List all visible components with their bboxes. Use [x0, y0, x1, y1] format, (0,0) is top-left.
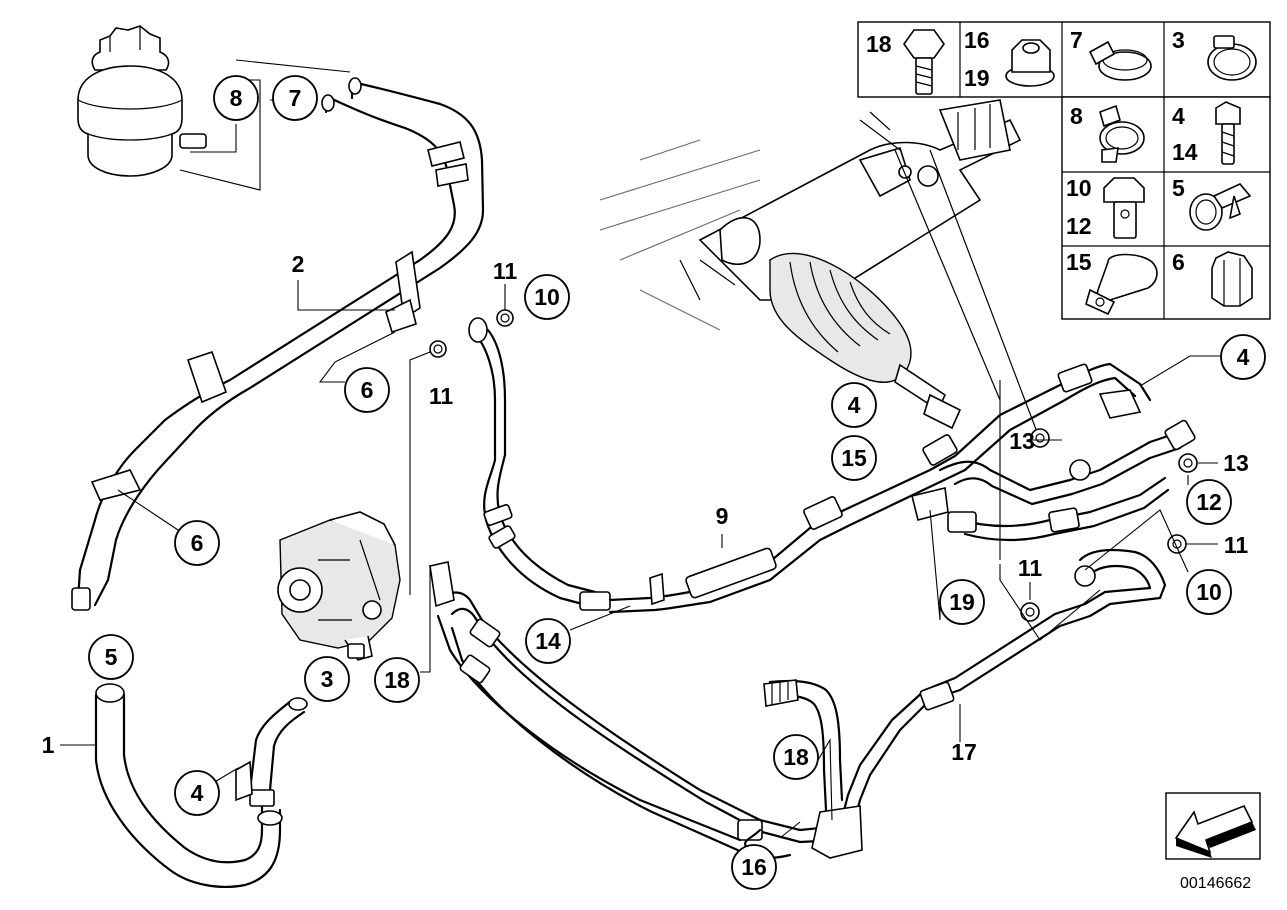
legend-cell-7: 7 — [1070, 27, 1083, 53]
callout-4b: 4 — [831, 382, 877, 428]
callout-5-label: 5 — [105, 644, 118, 670]
callout-15: 15 — [831, 435, 877, 481]
callout-14: 14 — [525, 618, 571, 664]
legend-cell-10: 10 — [1066, 175, 1092, 201]
callout-11b-label: 11 — [429, 383, 454, 409]
pressure-hose — [468, 317, 1152, 614]
suction-hose — [94, 683, 283, 888]
callout-16: 16 — [731, 844, 777, 890]
legend-cell-14: 14 — [1172, 139, 1198, 165]
pump-inlet-hose — [235, 697, 308, 807]
callouts: 8 7 2 6 6 5 1 3 4 18 1 — [42, 75, 1266, 890]
hex-bolt-icon — [903, 29, 945, 95]
callout-19: 19 — [939, 579, 985, 625]
direction-arrow-icon — [1165, 792, 1261, 860]
callout-6b-label: 6 — [191, 530, 204, 556]
legend-cell-12: 12 — [1066, 213, 1092, 239]
callout-10b-label: 10 — [1196, 579, 1222, 605]
power-steering-pump — [277, 511, 401, 661]
callout-8: 8 — [213, 75, 259, 121]
callout-4c-label: 4 — [1237, 344, 1250, 370]
callout-13b-label: 13 — [1223, 450, 1249, 476]
hose-clamp-icon — [1088, 40, 1152, 81]
callout-1-label: 1 — [42, 732, 55, 758]
callout-15-label: 15 — [841, 445, 867, 471]
legend-cell-16: 16 — [964, 27, 990, 53]
callout-4b-label: 4 — [848, 392, 861, 418]
hose-bracket-clip-icon — [1189, 183, 1252, 231]
flange-nut-icon — [1005, 39, 1055, 87]
callout-19-label: 19 — [949, 589, 975, 615]
callout-9-label: 9 — [716, 503, 729, 529]
leader-lines — [60, 59, 1220, 839]
legend-cell-4: 4 — [1172, 103, 1185, 129]
legend-cell-8: 8 — [1070, 103, 1083, 129]
callout-6b: 6 — [174, 520, 220, 566]
callout-12-label: 12 — [1196, 489, 1222, 515]
callout-7: 7 — [272, 75, 318, 121]
rack-feed-lines — [911, 419, 1196, 542]
callout-7-label: 7 — [289, 85, 302, 111]
banjo-bolt-icon — [1103, 177, 1145, 239]
diagram-reference-number: 00146662 — [1180, 875, 1251, 892]
legend-cell-5: 5 — [1172, 175, 1185, 201]
worm-clamp-icon — [1207, 35, 1257, 81]
fluid-reservoir — [77, 25, 207, 177]
callout-14-label: 14 — [535, 628, 561, 654]
callout-4a: 4 — [174, 770, 220, 816]
spring-clamp-icon — [1099, 104, 1145, 163]
legend-cell-6: 6 — [1172, 249, 1185, 275]
callout-3: 3 — [304, 656, 350, 702]
callout-5: 5 — [88, 634, 134, 680]
callout-12: 12 — [1186, 479, 1232, 525]
callout-10a-label: 10 — [534, 284, 560, 310]
legend-cell-15: 15 — [1066, 249, 1092, 275]
callout-11a-label: 11 — [493, 258, 518, 284]
callout-2-label: 2 — [292, 251, 305, 277]
parts-legend: 18 16 19 7 3 8 — [857, 21, 1271, 320]
callout-17-label: 17 — [951, 739, 977, 765]
callout-16-label: 16 — [741, 854, 767, 880]
pipe-clip-icon — [1085, 253, 1158, 316]
callout-11c-label: 11 — [1224, 532, 1249, 558]
bolt-icon — [1215, 101, 1241, 165]
callout-3-label: 3 — [321, 666, 334, 692]
cooler-lines — [429, 549, 1167, 859]
callout-10b: 10 — [1186, 569, 1232, 615]
callout-18a: 18 — [374, 657, 420, 703]
callout-18b: 18 — [773, 734, 819, 780]
callout-18a-label: 18 — [384, 667, 410, 693]
steering-gear — [599, 99, 1041, 441]
legend-cell-18: 18 — [866, 31, 892, 57]
return-hose-assembly — [71, 77, 485, 611]
callout-13a-label: 13 — [1009, 428, 1035, 454]
callout-6a: 6 — [344, 367, 390, 413]
legend-cell-3: 3 — [1172, 27, 1185, 53]
legend-cell-19: 19 — [964, 65, 990, 91]
callout-4a-label: 4 — [191, 780, 204, 806]
callout-4c: 4 — [1220, 334, 1266, 380]
cap-nut-icon — [1211, 251, 1253, 307]
callout-8-label: 8 — [230, 85, 243, 111]
callout-6a-label: 6 — [361, 377, 374, 403]
callout-11d-label: 11 — [1018, 555, 1043, 581]
callout-10a: 10 — [524, 274, 570, 320]
callout-18b-label: 18 — [783, 744, 809, 770]
